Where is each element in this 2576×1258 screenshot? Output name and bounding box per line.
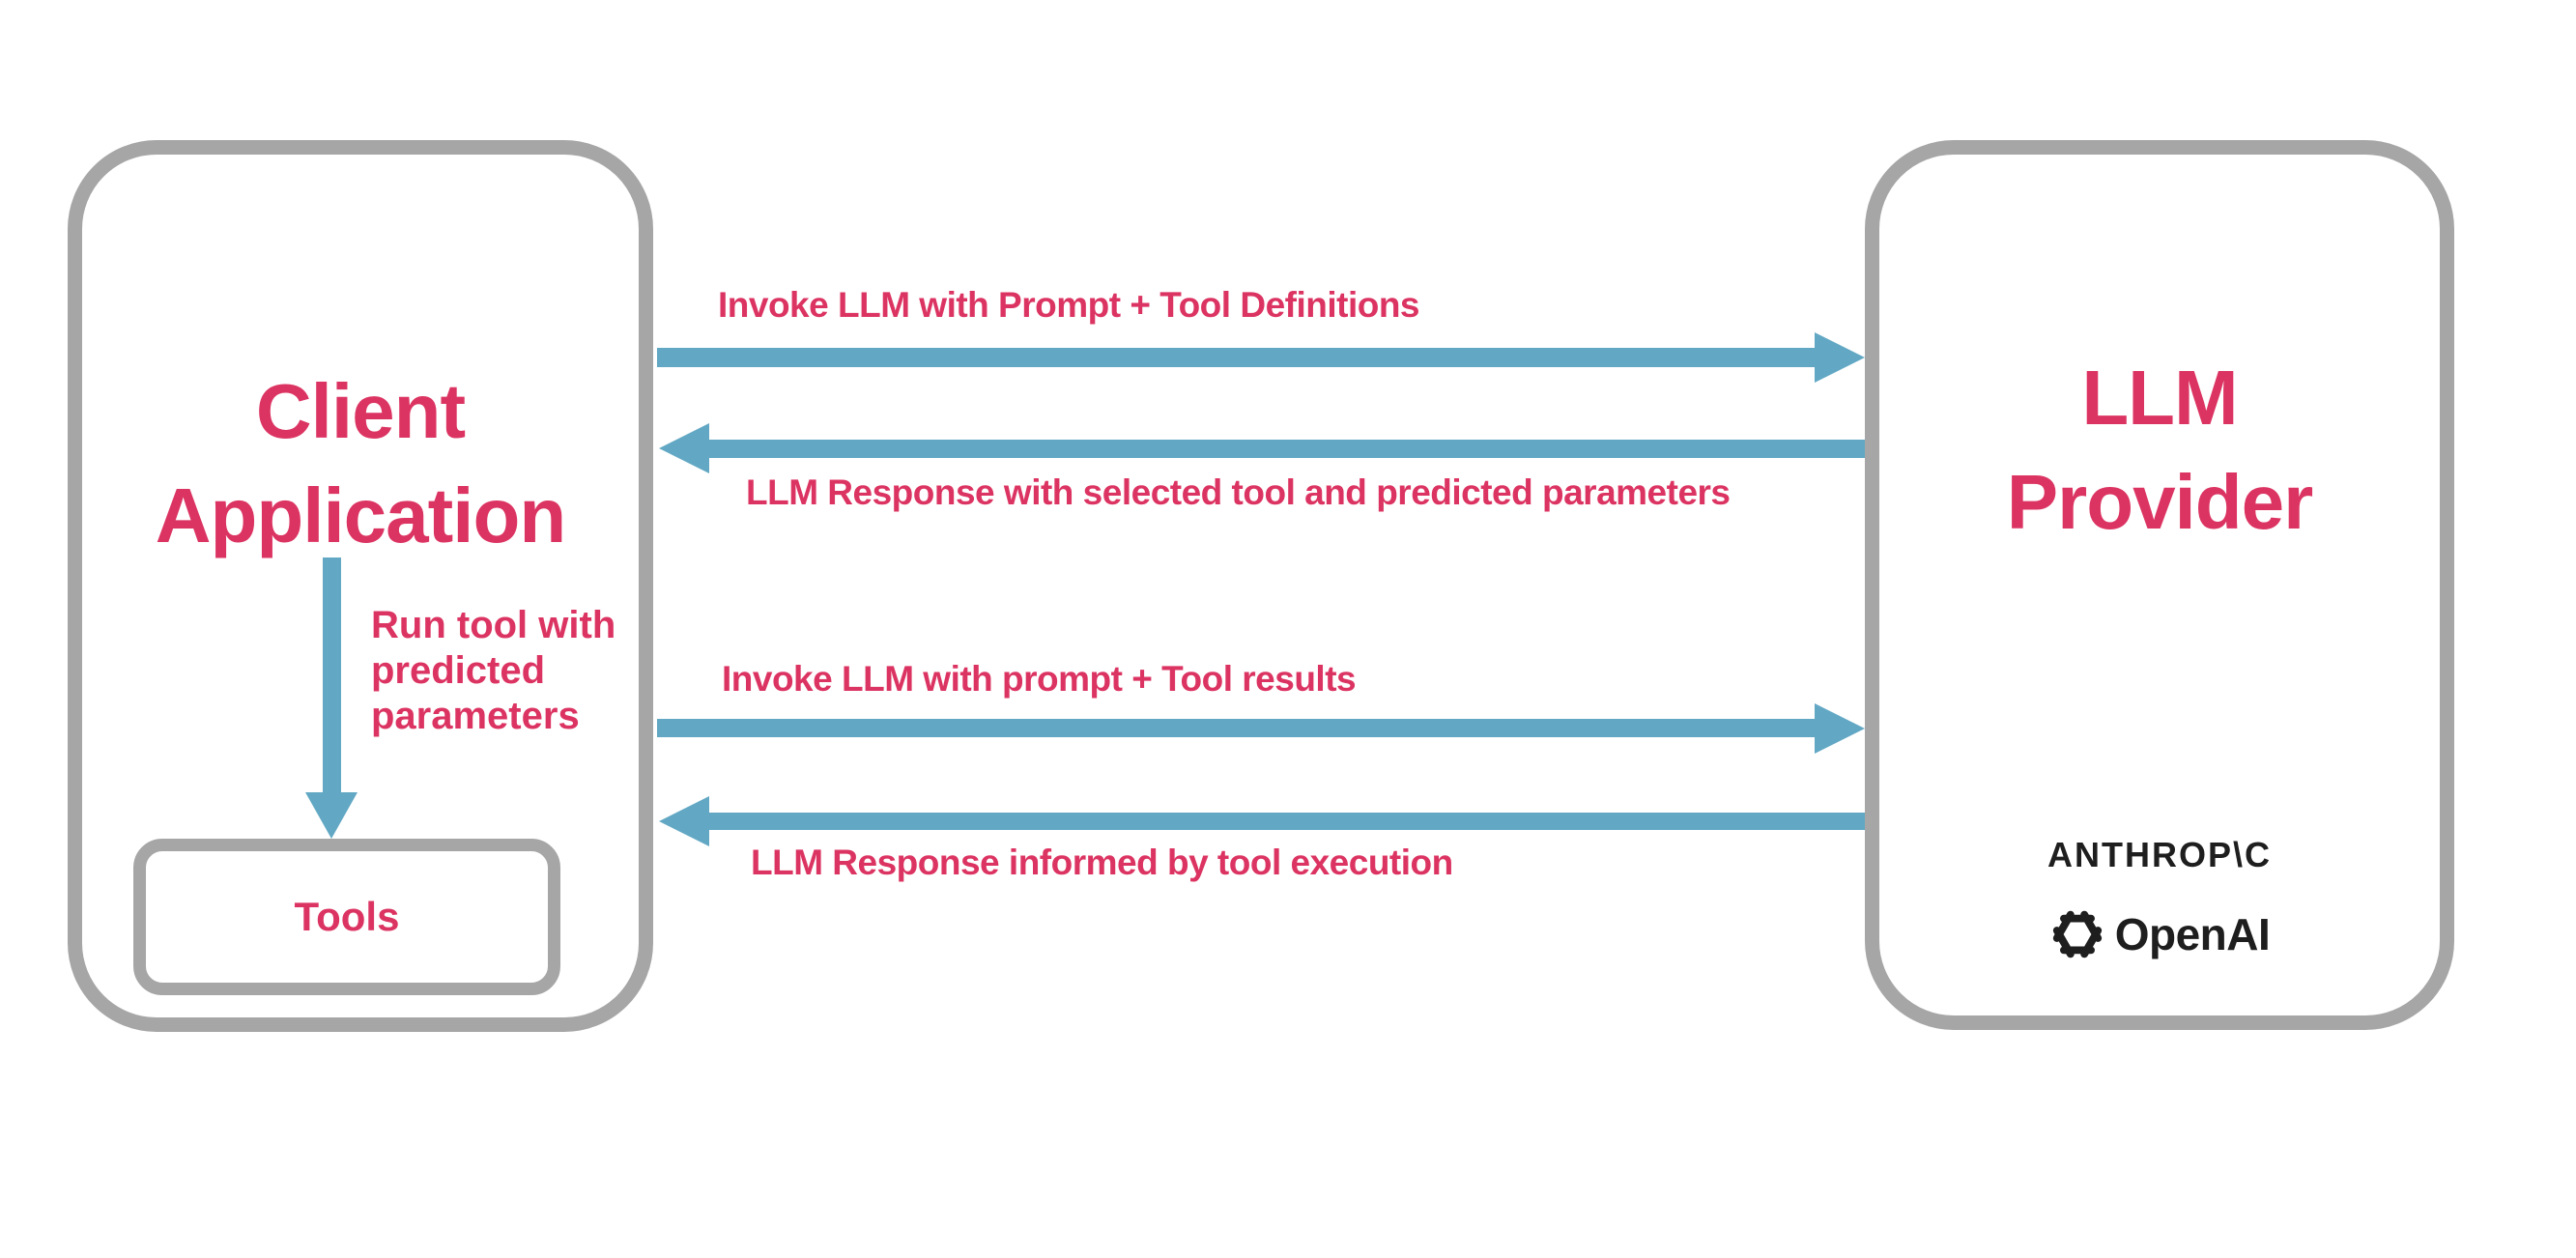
- arrow-left-icon: [659, 423, 709, 473]
- anthropic-logo: ANTHROP\C: [2047, 835, 2272, 874]
- arrow-down-icon: [305, 792, 358, 839]
- message-label: LLM Response informed by tool execution: [751, 843, 1453, 882]
- run-tool-arrow-line: [323, 558, 341, 792]
- tools-box: Tools: [133, 839, 560, 995]
- openai-blossom-icon: [2052, 910, 2102, 958]
- tools-label: Tools: [294, 894, 400, 939]
- arrow-right-icon: [1815, 703, 1865, 754]
- arrow-right-icon: [1815, 332, 1865, 383]
- message-arrow-line: [709, 440, 1865, 458]
- message-label: LLM Response with selected tool and pred…: [746, 472, 1731, 512]
- message-arrow-line: [657, 719, 1815, 737]
- client-application-title: Client Application: [155, 368, 567, 558]
- message-arrow-line: [657, 348, 1815, 367]
- openai-wordmark: OpenAI: [2114, 909, 2271, 959]
- client-application-box: Client Application Run tool with predict…: [68, 140, 653, 1032]
- llm-provider-title: LLM Provider: [2006, 355, 2314, 545]
- run-tool-label: Run tool with predicted parameters: [371, 604, 616, 738]
- llm-provider-box: LLM Provider ANTHROP\C OpenAI: [1865, 140, 2454, 1030]
- message-label: Invoke LLM with Prompt + Tool Definition…: [718, 285, 1420, 325]
- message-arrow-line: [709, 813, 1865, 830]
- openai-logo: OpenAI: [1879, 906, 2440, 962]
- message-label: Invoke LLM with prompt + Tool results: [722, 659, 1357, 699]
- arrow-left-icon: [659, 796, 709, 846]
